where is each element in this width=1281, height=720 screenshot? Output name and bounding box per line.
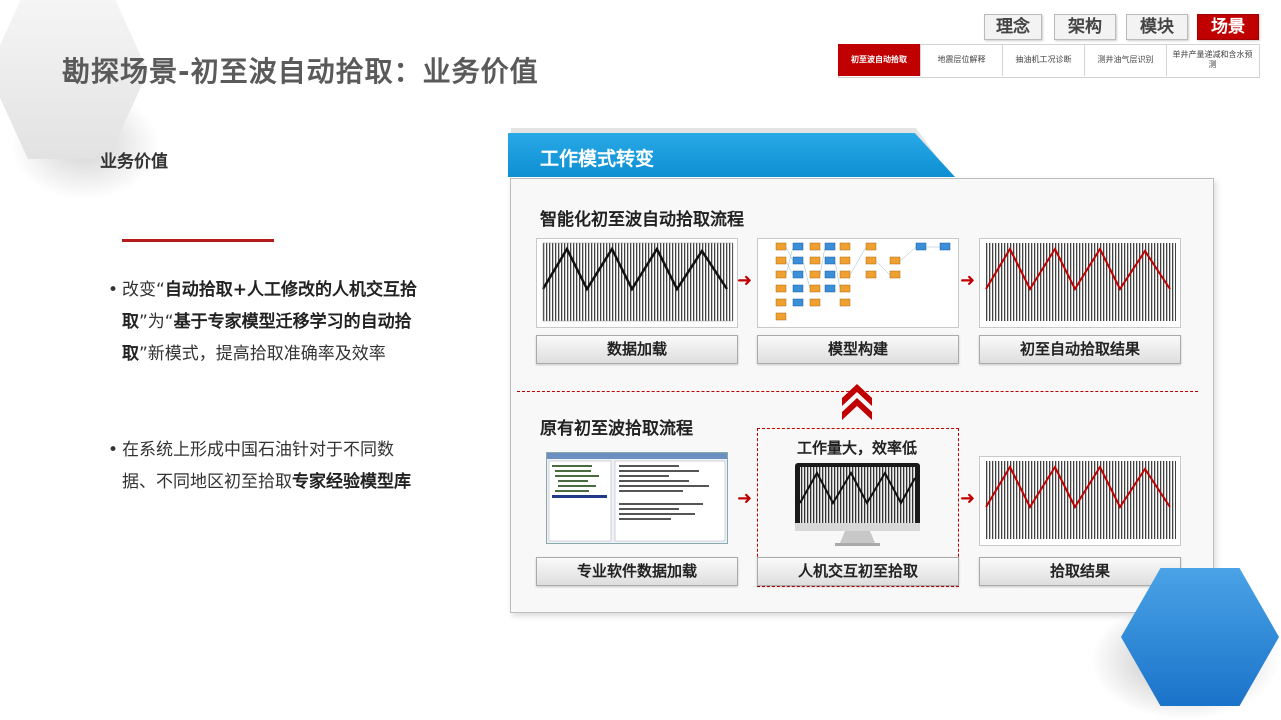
banner-title: 工作模式转变 bbox=[540, 148, 655, 170]
section-title: 业务价值 bbox=[100, 152, 168, 172]
subtab-first-arrival-picking[interactable]: 初至波自动拾取 bbox=[838, 44, 921, 76]
bullet-item-1: • 改变“自动拾取+人工修改的人机交互拾取”为“基于专家模型迁移学习的自动拾取”… bbox=[108, 274, 423, 370]
workload-note: 工作量大，效率低 bbox=[796, 439, 917, 457]
bullet-text: 在系统上形成中国石油针对于不同数据、不同地区初至拾取专家经验模型库 bbox=[122, 440, 411, 492]
nav-tab-concept[interactable]: 理念 bbox=[984, 14, 1042, 40]
subtab-pumping-unit-diagnosis[interactable]: 抽油机工况诊断 bbox=[1003, 44, 1085, 76]
hexagon-decoration-bottom-right bbox=[1121, 568, 1279, 706]
banner bbox=[508, 133, 955, 177]
step-manual-picking: 人机交互初至拾取 bbox=[757, 557, 959, 586]
monitor-icon bbox=[795, 463, 920, 547]
manual-picking-box bbox=[757, 428, 959, 587]
subtab-well-log-identification[interactable]: 测井油气层识别 bbox=[1085, 44, 1167, 76]
bullet-dot: • bbox=[108, 280, 119, 300]
divider-line bbox=[122, 239, 274, 242]
final-result-thumbnail bbox=[979, 456, 1181, 546]
step-software-loading: 专业软件数据加载 bbox=[536, 557, 738, 586]
old-flow-title: 原有初至波拾取流程 bbox=[540, 419, 693, 439]
model-network-thumbnail bbox=[757, 238, 959, 328]
bullet-dot: • bbox=[108, 440, 119, 460]
page-title: 勘探场景-初至波自动拾取：业务价值 bbox=[62, 55, 539, 88]
step-data-loading: 数据加载 bbox=[536, 335, 738, 364]
step-model-building: 模型构建 bbox=[757, 335, 959, 364]
nav-tab-architecture[interactable]: 架构 bbox=[1054, 14, 1116, 40]
picking-result-thumbnail bbox=[979, 238, 1181, 328]
software-screenshot-thumbnail bbox=[546, 452, 728, 544]
flow-arrow-icon: ➜ bbox=[960, 270, 976, 291]
flow-arrow-icon: ➜ bbox=[737, 488, 753, 509]
subtab-production-prediction[interactable]: 单井产量递减和含水预测 bbox=[1172, 50, 1253, 69]
flow-arrow-icon: ➜ bbox=[737, 270, 753, 291]
bullet-item-2: • 在系统上形成中国石油针对于不同数据、不同地区初至拾取专家经验模型库 bbox=[108, 434, 413, 498]
nav-tab-scenario[interactable]: 场景 bbox=[1197, 14, 1259, 40]
subtab-seismic-horizon[interactable]: 地震层位解释 bbox=[921, 44, 1003, 76]
double-chevron-up-icon bbox=[842, 384, 872, 420]
bullet-text: 改变“自动拾取+人工修改的人机交互拾取”为“基于专家模型迁移学习的自动拾取”新模… bbox=[122, 280, 418, 364]
nav-tab-module[interactable]: 模块 bbox=[1126, 14, 1188, 40]
smart-flow-title: 智能化初至波自动拾取流程 bbox=[540, 210, 744, 230]
seismic-data-thumbnail bbox=[536, 238, 738, 328]
flow-arrow-icon: ➜ bbox=[960, 488, 976, 509]
step-auto-picking-result: 初至自动拾取结果 bbox=[979, 335, 1181, 364]
step-picking-result: 拾取结果 bbox=[979, 557, 1181, 586]
